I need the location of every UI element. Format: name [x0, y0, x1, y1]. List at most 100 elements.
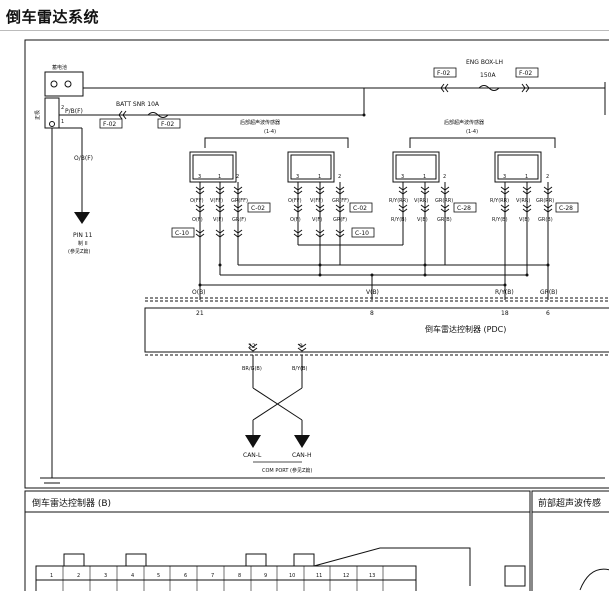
can-h-label: CAN-H — [292, 452, 311, 459]
sensor-4 — [494, 151, 542, 183]
conn-pin-4: 4 — [131, 573, 134, 579]
s2-pin2: 2 — [338, 174, 341, 180]
s2-lower-v: V(F) — [312, 217, 322, 223]
battery-pin-1: 1 — [61, 119, 64, 125]
battery-block — [44, 71, 84, 97]
s4-pin3: 3 — [503, 174, 506, 180]
can-l-arrow — [245, 435, 261, 448]
eng-box-name: ENG BOX-LH — [466, 59, 503, 66]
conn-c02-b: C-02 — [353, 205, 367, 212]
conn-pin-9: 9 — [264, 573, 267, 579]
s2-wire-v: V(FF) — [310, 198, 323, 204]
conn-c28-a: C-28 — [457, 205, 471, 212]
s2-lower-gr: GR(F) — [333, 217, 347, 223]
s1-pin3: 3 — [198, 174, 201, 180]
wire-pb: P/B(F) — [65, 108, 83, 115]
sensor-1 — [189, 151, 237, 183]
s3-lower-gr: GR(B) — [437, 217, 452, 223]
conn-c10-a: C-10 — [175, 230, 189, 237]
pdc-controller — [144, 307, 609, 353]
s3-pin2: 2 — [443, 174, 446, 180]
pdc-in-pin-6: 6 — [546, 310, 550, 317]
s4-lower-v: V(B) — [519, 217, 530, 223]
batt-fuse-conn-left: F-02 — [103, 121, 116, 128]
conn-pin-6: 6 — [184, 573, 187, 579]
pdc-in-wire-v: V(B) — [366, 289, 379, 296]
conn-pin-2: 2 — [77, 573, 80, 579]
rear-group-label: 后部超声波传感器 — [240, 119, 280, 126]
battery-terminal — [44, 97, 60, 129]
batt-fuse-name: BATT SNR 10A — [116, 101, 160, 108]
s1-wire-v: V(FF) — [210, 198, 223, 204]
eng-box-conn-left: F-02 — [437, 70, 450, 77]
s2-pin1: 1 — [318, 174, 321, 180]
s2-wire-gr: GR(FF) — [332, 198, 349, 204]
bottom-right-panel — [531, 490, 609, 591]
pdc-in-pin-18: 18 — [501, 310, 509, 317]
conn-pin-12: 12 — [343, 573, 349, 579]
batt-fuse — [147, 112, 169, 118]
conn-c02-a: C-02 — [251, 205, 265, 212]
s1-pin1: 1 — [218, 174, 221, 180]
s4-pin2: 2 — [546, 174, 549, 180]
pdc-in-wire-ry: R/Y(B) — [495, 289, 514, 296]
bottom-right-panel-title: 前部超声波传感 — [538, 497, 601, 509]
pin11-arrow — [74, 212, 90, 224]
sensor-3 — [392, 151, 440, 183]
pin11-label: PIN 11 — [73, 232, 93, 239]
can-h-arrow — [294, 435, 310, 448]
wire-ob: O/B(F) — [74, 155, 93, 162]
pdc-in-wire-o: O(B) — [192, 289, 206, 296]
pdc-in-wire-gr: GR(B) — [540, 289, 558, 296]
conn-pin-11: 11 — [316, 573, 322, 579]
s2-pin3: 3 — [296, 174, 299, 180]
pdc-in-pin-21: 21 — [196, 310, 204, 317]
s1-lower-v: V(F) — [213, 217, 223, 223]
eng-box-conn-right: F-02 — [519, 70, 532, 77]
s3-pin3: 3 — [401, 174, 404, 180]
battery-side-label: 正极 — [34, 110, 41, 120]
conn-pin-8: 8 — [238, 573, 241, 579]
s1-pin2: 2 — [236, 174, 239, 180]
s1-wire-gr: GR(FF) — [231, 198, 248, 204]
conn-pin-10: 10 — [289, 573, 295, 579]
mid-group-range: (1-4) — [466, 129, 478, 135]
page-title: 倒车雷达系统 — [6, 8, 100, 26]
bottom-left-panel — [24, 490, 531, 591]
conn-pin-1: 1 — [50, 573, 53, 579]
s4-wire-v: V(RR) — [516, 198, 530, 204]
conn-c28-b: C-28 — [559, 205, 573, 212]
s2-lower-o: O(F) — [290, 217, 301, 223]
s1-wire-o: O(FF) — [190, 198, 204, 204]
mid-group-label: 后部超声波传感器 — [444, 119, 484, 126]
s4-wire-ry: R/Y(RR) — [490, 198, 509, 204]
s4-lower-gr: GR(B) — [538, 217, 553, 223]
eng-box-fuse — [478, 85, 500, 91]
batt-fuse-conn-right: F-02 — [161, 121, 174, 128]
com-port-label: COM PORT (参见Z篇) — [262, 467, 312, 474]
s1-lower-gr: GR(F) — [232, 217, 246, 223]
eng-box-rating: 150A — [480, 72, 496, 79]
pdc-connector — [35, 565, 417, 591]
conn-pin-5: 5 — [157, 573, 160, 579]
can-l-pin: 22 — [248, 343, 256, 350]
s2-wire-o: O(FF) — [288, 198, 302, 204]
s3-wire-gr: GR(RR) — [435, 198, 453, 204]
pdc-in-pin-8: 8 — [370, 310, 374, 317]
sensor-2 — [287, 151, 335, 183]
conn-c10-b: C-10 — [355, 230, 369, 237]
s4-lower-ry: R/Y(B) — [492, 217, 508, 223]
s3-lower-v: V(B) — [417, 217, 428, 223]
battery-pin-2: 2 — [61, 105, 64, 111]
s4-pin1: 1 — [525, 174, 528, 180]
can-h-wire: B/Y(B) — [292, 366, 308, 372]
pin11-sub2: (参见Z篇) — [68, 248, 90, 255]
conn-pin-7: 7 — [211, 573, 214, 579]
title-divider — [0, 30, 609, 31]
battery-label: 蓄电池 — [52, 64, 67, 71]
s1-lower-o: O(F) — [192, 217, 203, 223]
diagram-frame — [24, 39, 609, 489]
s3-wire-v: V(RR) — [414, 198, 428, 204]
bottom-left-panel-title: 倒车雷达控制器 (B) — [32, 497, 111, 509]
